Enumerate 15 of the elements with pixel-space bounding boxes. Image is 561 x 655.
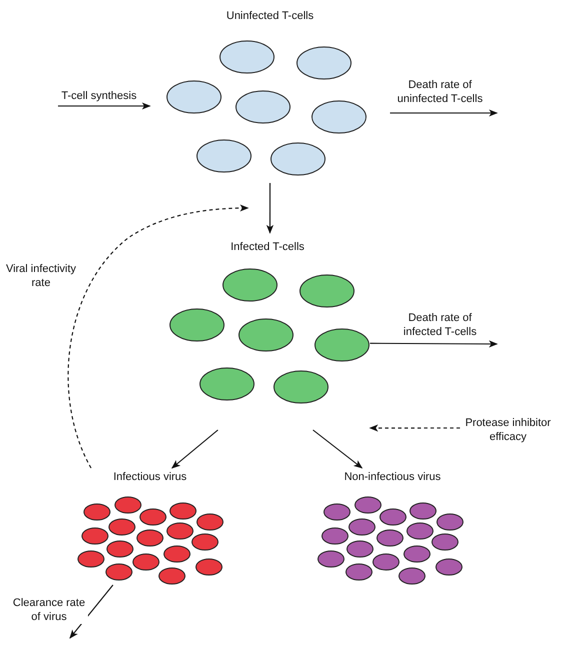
- group-heading: Non-infectious virus: [343, 471, 442, 483]
- group-heading: Infected T-cells: [230, 241, 306, 253]
- arrow: [370, 340, 498, 348]
- group-heading: Infectious virus: [112, 471, 188, 483]
- arrow: [69, 584, 114, 639]
- arrow: [390, 109, 498, 117]
- arrow: [58, 102, 151, 110]
- arrow: [266, 183, 274, 234]
- edge-label: Clearance rate of virus: [10, 596, 88, 624]
- dashed-arrow: [369, 424, 460, 432]
- group-heading: Uninfected T-cells: [225, 10, 315, 22]
- factor-label: Protease inhibitor efficacy: [464, 416, 552, 444]
- dashed-arrow: [68, 204, 249, 468]
- arrow: [312, 430, 363, 469]
- arrow: [171, 430, 218, 469]
